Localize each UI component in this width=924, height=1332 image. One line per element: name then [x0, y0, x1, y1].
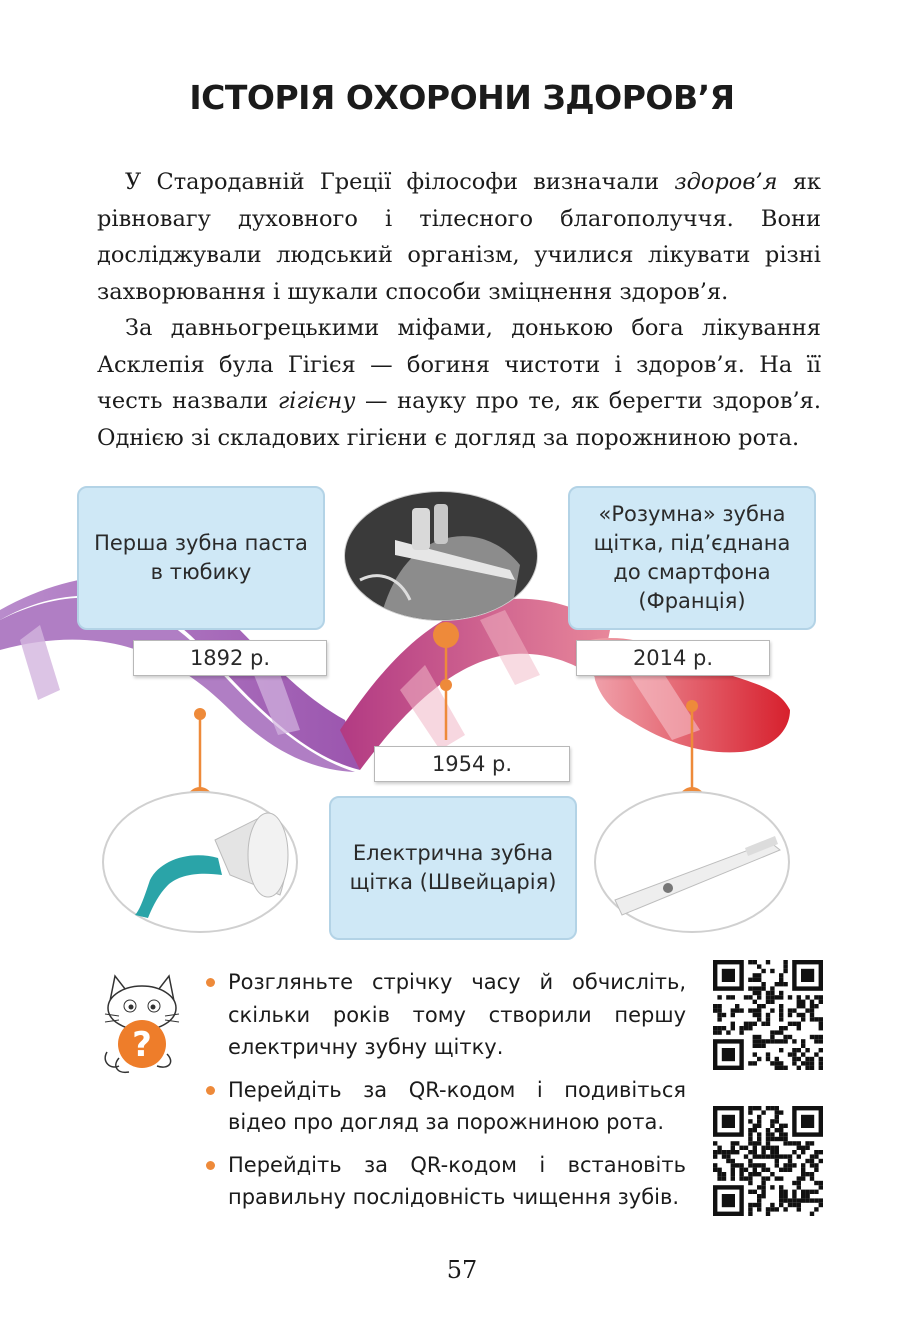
- svg-text:?: ?: [132, 1025, 152, 1065]
- paragraph-hygiene: За давньогрецькими міфами, донькою бога …: [97, 315, 821, 451]
- question-item: Перейдіть за QR-кодом і подивіться відео…: [206, 1074, 686, 1139]
- callout-1954: Електрична зубна щітка (Швейцарія): [329, 796, 577, 940]
- page-title: ІСТОРІЯ ОХОРОНИ ЗДОРОВ’Я: [189, 78, 735, 117]
- question-item: Перейдіть за QR-кодом і встановіть прави…: [206, 1149, 686, 1214]
- cat-question-icon: ?: [104, 974, 180, 1074]
- pink-ribbon: [340, 598, 610, 770]
- callout-2014: «Розумна» зубна щітка, під’єднана до сма…: [568, 486, 816, 630]
- year-1954: 1954 р.: [374, 746, 570, 782]
- page-number: 57: [446, 1256, 478, 1284]
- bullet-icon: [206, 1085, 215, 1095]
- questions-section: ? Розгляньте стрічку часу й обчисліть, с…: [0, 960, 924, 1260]
- year-1892: 1892 р.: [133, 640, 327, 676]
- callout-1892: Перша зубна паста в тюбику: [77, 486, 325, 630]
- callout-1954-label: Електрична зубна щітка (Швейцарія): [349, 841, 557, 894]
- callout-2014-label: «Розумна» зубна щітка, під’єднана до сма…: [593, 502, 791, 613]
- callout-1892-label: Перша зубна паста в тюбику: [94, 531, 308, 584]
- question-item: Розгляньте стрічку часу й обчисліть, скі…: [206, 966, 686, 1064]
- toothpaste-tube-image: [102, 791, 298, 933]
- year-2014: 2014 р.: [576, 640, 770, 676]
- bullet-icon: [206, 978, 215, 987]
- qr-code-icon[interactable]: [713, 960, 823, 1070]
- timeline-illustration: [0, 491, 790, 933]
- smart-toothbrush-image: [594, 791, 790, 933]
- bullet-icon: [206, 1160, 215, 1170]
- electric-toothbrush-photo: [344, 491, 538, 621]
- timeline: Перша зубна паста в тюбику 1892 р. 1954 …: [0, 470, 924, 950]
- paragraph-greece: У Стародавній Греції філософи визначали …: [97, 169, 821, 305]
- qr-code-icon[interactable]: [713, 1106, 823, 1216]
- question-list: Розгляньте стрічку часу й обчисліть, скі…: [206, 966, 686, 1224]
